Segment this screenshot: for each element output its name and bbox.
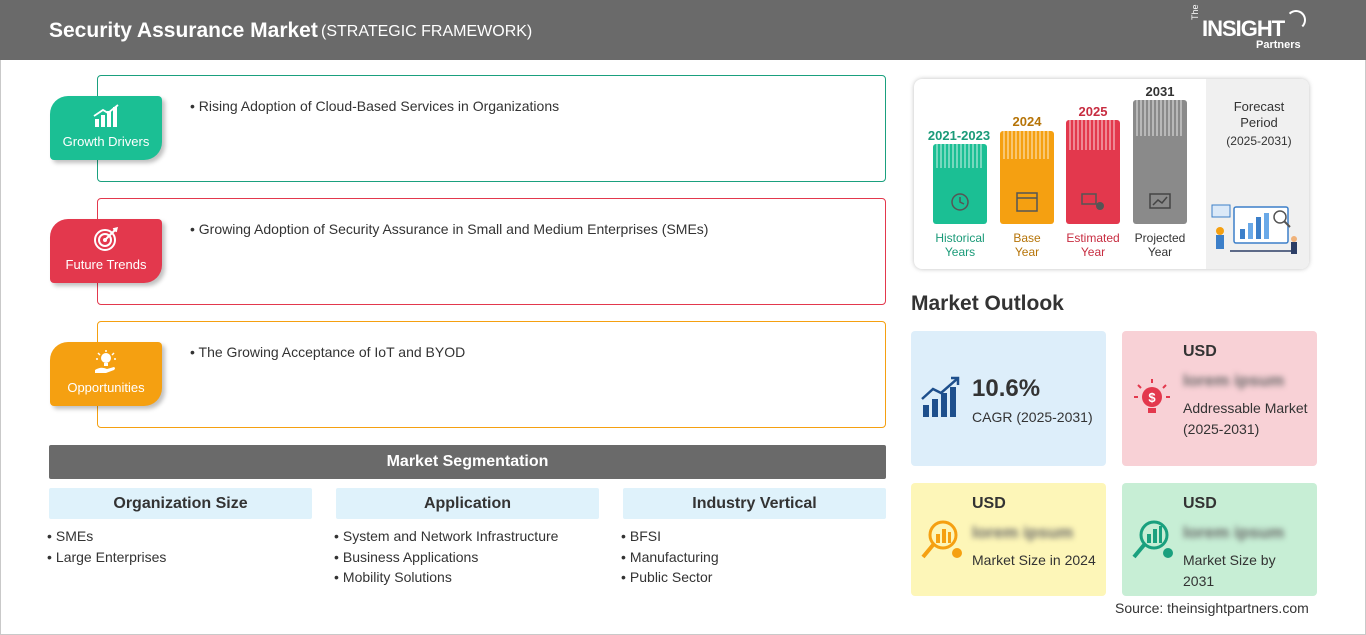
page-title: Security Assurance Market — [49, 19, 318, 42]
forecast-period-label: Forecast Period (2025-2031) — [1214, 99, 1304, 149]
badge-opportunities: Opportunities — [50, 342, 162, 406]
timeline-bar-estimated — [1066, 120, 1120, 224]
timeline-caption-estimated-2: Year — [1080, 245, 1106, 259]
timeline-bar-estimated-shape — [1066, 120, 1120, 224]
timeline-caption-projected-1: Projected — [1134, 231, 1186, 245]
timeline-panel: 2021-2023 Historical Years 2024 Base Yea… — [914, 79, 1309, 269]
list-item: SMEs — [47, 526, 166, 547]
seg-list-industry-vertical: BFSI Manufacturing Public Sector — [621, 526, 719, 588]
page-subtitle: (STRATEGIC FRAMEWORK) — [321, 23, 533, 40]
timeline-bar-historical — [933, 144, 987, 224]
market-size-2024-box: USD lorem ipsum Market Size in 2024 — [911, 483, 1106, 596]
target-icon — [94, 227, 119, 251]
logo-arc-icon — [1286, 10, 1306, 30]
source-credit: Source: theinsightpartners.com — [1115, 600, 1309, 616]
timeline-caption-base-1: Base — [1013, 231, 1041, 245]
logo-main: INSIGHT — [1202, 16, 1285, 41]
addressable-usd: USD — [1183, 343, 1217, 360]
card-opportunities-text: • The Growing Acceptance of IoT and BYOD — [190, 344, 466, 360]
forecast-label-1: Forecast — [1233, 99, 1285, 114]
addressable-value-blurred: lorem ipsum — [1183, 371, 1285, 390]
badge-future-trends: Future Trends — [50, 219, 162, 283]
timeline-year-estimated: 2025 — [1078, 104, 1108, 119]
money-bulb-icon: $ — [1134, 379, 1170, 413]
market-segmentation-bar: Market Segmentation — [49, 445, 886, 479]
addressable-desc: Addressable Market (2025-2031) — [1183, 400, 1308, 437]
timeline-bar-base — [1000, 131, 1054, 224]
size-2031-value-blurred: lorem ipsum — [1183, 523, 1285, 542]
badge-growth-drivers: Growth Drivers — [50, 96, 162, 160]
timeline-bar-historical-shape — [933, 144, 987, 224]
card-future-trends: • Growing Adoption of Security Assurance… — [97, 198, 886, 305]
list-item: BFSI — [621, 526, 719, 547]
size-2024-value-blurred: lorem ipsum — [972, 523, 1074, 542]
growth-chart-icon — [93, 104, 119, 127]
timeline-caption-historical: Historical Years — [920, 231, 1000, 259]
svg-text:$: $ — [1148, 390, 1156, 405]
card-growth-drivers-text: • Rising Adoption of Cloud-Based Service… — [190, 98, 560, 114]
size-2031-usd: USD — [1183, 495, 1217, 512]
list-item: Manufacturing — [621, 547, 719, 568]
card-opportunities: • The Growing Acceptance of IoT and BYOD — [97, 321, 886, 428]
timeline-caption-estimated: Estimated Year — [1053, 231, 1133, 259]
forecast-label-2: Period — [1240, 115, 1278, 130]
logo-sub: Partners — [1256, 39, 1301, 51]
badge-future-trends-label: Future Trends — [65, 257, 147, 272]
card-growth-drivers: • Rising Adoption of Cloud-Based Service… — [97, 75, 886, 182]
timeline-caption-projected: Projected Year — [1120, 231, 1200, 259]
market-size-2031-box: USD lorem ipsum Market Size by 2031 — [1122, 483, 1317, 596]
insight-partners-logo[interactable]: The INSIGHT Partners — [1190, 4, 1310, 54]
seg-list-application: System and Network Infrastructure Busine… — [334, 526, 559, 588]
magnifier-growth-icon — [1132, 520, 1173, 559]
timeline-caption-base: Base Year — [987, 231, 1067, 259]
logo-the: The — [1190, 4, 1200, 20]
addressable-market-box: $ USD lorem ipsum Addressable Market (20… — [1122, 331, 1317, 466]
header-bar: Security Assurance Market (STRATEGIC FRA… — [0, 0, 1366, 60]
seg-list-organization-size: SMEs Large Enterprises — [47, 526, 167, 568]
size-2024-desc: Market Size in 2024 — [972, 552, 1096, 568]
timeline-caption-historical-2: Years — [944, 245, 976, 259]
timeline-year-projected: 2031 — [1145, 84, 1175, 99]
list-item: Large Enterprises — [47, 547, 167, 568]
timeline-bar-base-shape — [1000, 131, 1054, 224]
seg-head-organization-size: Organization Size — [49, 488, 312, 519]
market-outlook-title: Market Outlook — [911, 292, 1064, 315]
lightbulb-hand-icon — [95, 350, 116, 373]
timeline-year-historical: 2021-2023 — [927, 128, 991, 143]
card-future-trends-text: • Growing Adoption of Security Assurance… — [190, 221, 709, 237]
size-2031-desc: Market Size by 2031 — [1183, 552, 1276, 589]
size-2024-usd: USD — [972, 495, 1006, 512]
forecast-years: (2025-2031) — [1226, 134, 1292, 148]
timeline-caption-projected-2: Year — [1147, 245, 1173, 259]
list-item: Mobility Solutions — [334, 567, 558, 588]
cagr-label: CAGR (2025-2031) — [972, 409, 1093, 425]
timeline-year-base: 2024 — [1012, 114, 1042, 129]
badge-opportunities-label: Opportunities — [67, 380, 145, 395]
analyst-dashboard-illustration-icon — [1211, 204, 1297, 254]
badge-growth-drivers-label: Growth Drivers — [62, 134, 150, 149]
cagr-box: 10.6% CAGR (2025-2031) — [911, 331, 1106, 466]
timeline-caption-estimated-1: Estimated — [1066, 231, 1120, 245]
list-item: Business Applications — [334, 547, 558, 568]
timeline-caption-base-2: Year — [1014, 245, 1040, 259]
timeline-bar-projected-shape — [1133, 100, 1187, 224]
timeline-caption-historical-1: Historical — [935, 231, 985, 245]
cagr-value: 10.6% — [972, 375, 1041, 402]
magnifier-chart-icon — [921, 520, 962, 559]
list-item: Public Sector — [621, 567, 719, 588]
timeline-bar-projected — [1133, 100, 1187, 224]
cagr-chart-icon — [921, 376, 960, 417]
seg-head-industry-vertical: Industry Vertical — [623, 488, 886, 519]
list-item: System and Network Infrastructure — [334, 526, 559, 547]
seg-head-application: Application — [336, 488, 599, 519]
